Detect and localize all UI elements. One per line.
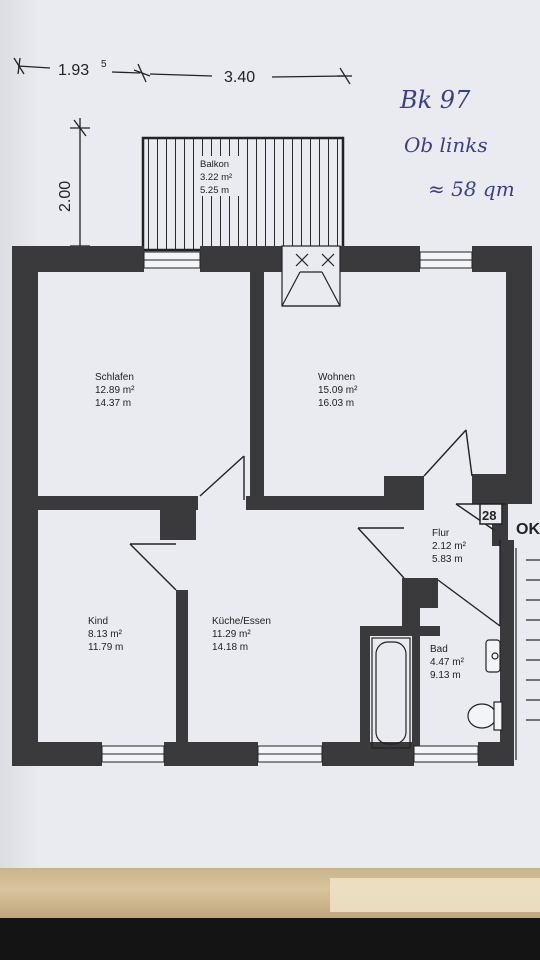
- walls: [12, 246, 532, 766]
- room-perimeter: 5.83 m: [432, 554, 463, 565]
- room-area: 12.89 m²: [95, 385, 135, 396]
- room-perimeter: 14.37 m: [95, 398, 131, 409]
- dark-background: [0, 918, 540, 960]
- room-schlafen: Schlafen 12.89 m² 14.37 m: [95, 372, 135, 409]
- room-area: 4.47 m²: [430, 657, 465, 668]
- room-area: 11.29 m²: [212, 629, 251, 640]
- room-wohnen: Wohnen 15.09 m² 16.03 m: [318, 372, 358, 409]
- tape-strip: [330, 878, 540, 912]
- stair-label: OK: [516, 521, 540, 538]
- room-name: Wohnen: [318, 372, 355, 383]
- room-name: Flur: [432, 528, 450, 539]
- windows: [101, 251, 479, 763]
- room-name: Bad: [430, 644, 448, 655]
- handwritten-note-3: ≈ 58 qm: [428, 177, 515, 201]
- handwritten-note-1: Bk 97: [399, 86, 471, 114]
- room-perimeter: 9.13 m: [430, 670, 461, 681]
- room-name: Balkon: [200, 159, 229, 170]
- balcony-door: [281, 245, 341, 307]
- dimension-width-right: 3.40: [224, 69, 255, 86]
- stairs: [479, 503, 540, 760]
- room-flur: Flur 2.12 m² 5.83 m: [432, 528, 467, 565]
- room-name: Kind: [88, 616, 108, 627]
- room-name: Schlafen: [95, 372, 134, 383]
- handwritten-note-2: Ob links: [404, 133, 488, 157]
- room-kind: Kind 8.13 m² 11.79 m: [88, 616, 123, 653]
- balcony: [141, 136, 345, 252]
- room-perimeter: 5.25 m: [200, 185, 229, 196]
- dimension-height-balcony: 2.00: [57, 181, 74, 212]
- room-area: 3.22 m²: [200, 172, 232, 183]
- dimension-width-left: 1.93: [58, 62, 89, 79]
- room-name: Küche/Essen: [212, 616, 271, 627]
- room-perimeter: 14.18 m: [212, 642, 248, 653]
- room-area: 2.12 m²: [432, 541, 467, 552]
- room-bad: Bad 4.47 m² 9.13 m: [430, 644, 465, 681]
- room-perimeter: 16.03 m: [318, 398, 354, 409]
- bathtub: [371, 637, 411, 749]
- room-kueche-essen: Küche/Essen 11.29 m² 14.18 m: [212, 616, 271, 653]
- stair-number: 28: [482, 508, 496, 523]
- sink: [485, 639, 501, 673]
- toilet: [467, 701, 503, 731]
- room-area: 8.13 m²: [88, 629, 123, 640]
- handwritten-notes: Bk 97 Ob links ≈ 58 qm: [399, 86, 515, 201]
- room-balkon: Balkon 3.22 m² 5.25 m: [200, 159, 232, 196]
- dimension-width-left-sup: 5: [101, 59, 107, 70]
- room-perimeter: 11.79 m: [88, 642, 123, 653]
- door-swings: [129, 429, 506, 627]
- room-area: 15.09 m²: [318, 385, 358, 396]
